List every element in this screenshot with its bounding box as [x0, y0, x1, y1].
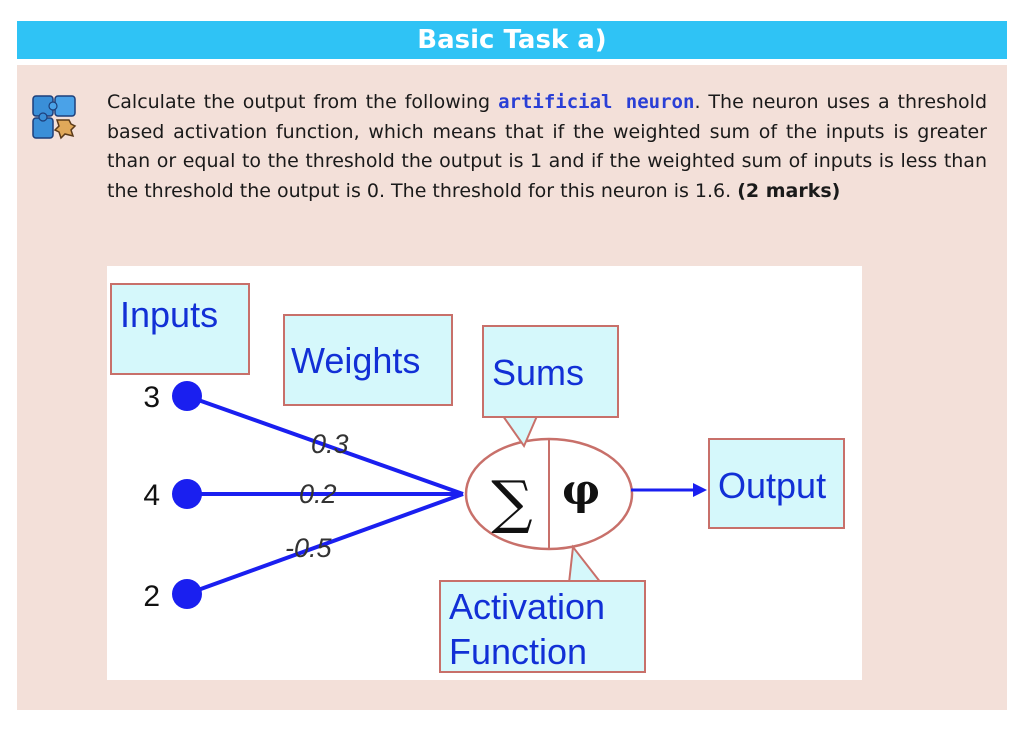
- weights-label: Weights: [291, 340, 421, 381]
- task-header: Basic Task a): [17, 21, 1007, 59]
- connection-line-1: [186, 394, 464, 496]
- task-description: Calculate the output from the following …: [107, 88, 987, 206]
- input-node-3: [172, 579, 202, 609]
- weights-label-box: Weights: [283, 314, 453, 406]
- phi-symbol: φ: [562, 465, 600, 514]
- sums-label-box: Sums: [482, 325, 619, 418]
- output-arrow-head: [693, 483, 707, 497]
- puzzle-icon: [32, 95, 77, 140]
- activation-label-line1: Activation: [449, 586, 606, 627]
- task-text-part-1: Calculate the output from the following: [107, 91, 499, 113]
- output-label: Output: [718, 465, 827, 506]
- input-node-1: [172, 381, 202, 411]
- activation-function-box: Activation Function: [439, 580, 646, 673]
- artificial-neuron-term: artificial neuron: [498, 91, 695, 113]
- sums-label: Sums: [492, 352, 585, 393]
- weight-label-3: -0.5: [285, 533, 333, 563]
- connection-line-3: [186, 492, 464, 596]
- input-value-1: 3: [143, 381, 160, 414]
- weight-label-2: 0.2: [299, 479, 337, 509]
- input-value-3: 2: [143, 580, 160, 613]
- neuron-diagram-svg: 3 4 2 0.3 0.2 -0.5 ∑ φ: [143, 381, 707, 613]
- input-node-2: [172, 479, 202, 509]
- inputs-label: Inputs: [120, 294, 219, 335]
- task-text-part-2: . The neuron uses a threshold based acti…: [107, 91, 988, 202]
- task-title: Basic Task a): [417, 25, 607, 55]
- marks-label: (2 marks): [737, 179, 841, 202]
- activation-label-line2: Function: [449, 631, 588, 672]
- sigma-symbol: ∑: [491, 468, 532, 536]
- neuron-diagram: 3 4 2 0.3 0.2 -0.5 ∑ φ Inputs Weights Su…: [107, 266, 862, 680]
- inputs-label-box: Inputs: [110, 283, 250, 375]
- activation-pointer: [567, 544, 604, 584]
- output-label-box: Output: [708, 438, 845, 529]
- input-value-2: 4: [143, 479, 160, 512]
- weight-label-1: 0.3: [311, 429, 349, 459]
